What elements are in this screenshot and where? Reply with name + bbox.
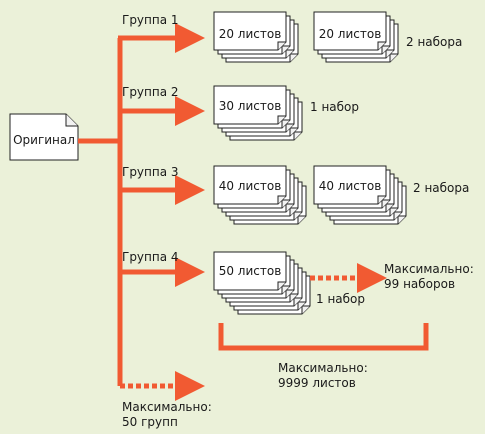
group-1-label: Группа 1 — [122, 13, 179, 27]
group-2-label: Группа 2 — [122, 85, 179, 99]
group-2-stack: 30 листов — [213, 85, 303, 141]
group-3-stack-b-label: 40 листов — [319, 179, 382, 193]
max-sheets-line1: Максимально: — [278, 361, 368, 375]
group-3-stack-a-label: 40 листов — [219, 179, 282, 193]
max-groups-line2: 50 групп — [122, 415, 178, 429]
group-4-stack-label: 50 листов — [219, 264, 282, 278]
original-label: Оригинал — [13, 133, 75, 147]
connector-lines — [78, 23, 205, 401]
group-1-stack-b-label: 20 листов — [319, 27, 382, 41]
group-1-stack-a: 20 листов — [213, 11, 299, 63]
max-sheets-line2: 9999 листов — [278, 376, 356, 390]
group-2-stack-label: 30 листов — [219, 99, 282, 113]
group-3-label: Группа 3 — [122, 165, 179, 179]
max-groups-line1: Максимально: — [122, 400, 212, 414]
max-sets-line2: 99 наборов — [384, 277, 455, 291]
group-4-sets-label: 1 набор — [316, 292, 365, 306]
original-document: Оригинал — [9, 113, 79, 161]
group-1-stack-b: 20 листов — [313, 11, 399, 63]
group-3-sets-label: 2 набора — [413, 181, 469, 195]
group-1-sets-label: 2 набора — [406, 35, 462, 49]
group-2-sets-label: 1 набор — [310, 100, 359, 114]
group-4-label: Группа 4 — [122, 250, 179, 264]
group-3-stack-a: 40 листов — [213, 165, 307, 225]
sheets-bracket — [218, 323, 429, 351]
max-sets-line1: Максимально: — [384, 262, 474, 276]
group-1-stack-a-label: 20 листов — [219, 27, 282, 41]
group-4-stack: 50 листов — [213, 251, 311, 315]
group-3-stack-b: 40 листов — [313, 165, 407, 225]
